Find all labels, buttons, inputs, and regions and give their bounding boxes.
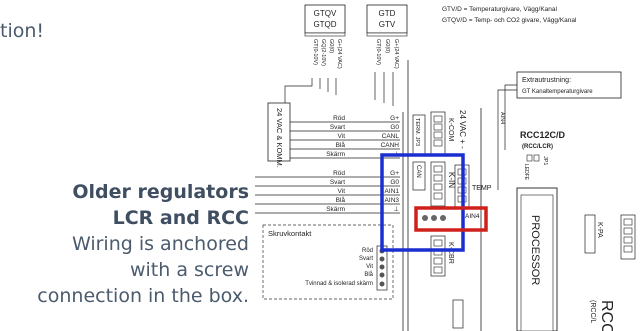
comm-wire-term-4: CANH xyxy=(381,142,400,149)
rcc-board: RCC12C/D (RCC/LCR) JP1 LEDFE PROCESSOR K… xyxy=(516,130,636,331)
kcbr-label: K-CBR xyxy=(447,242,454,264)
highlight-red-frame xyxy=(414,206,488,232)
term-jp3-label: TERM. JP3 xyxy=(414,118,420,146)
board-connectors: TERM. JP3 K-COM 24 VAC + - CAN K-IN TEMP… xyxy=(412,110,492,329)
sensor-wire-color-3: Vit xyxy=(338,188,346,195)
comm-wire-color-2: Svart xyxy=(330,124,345,131)
comm-wire-color-3: Vit xyxy=(338,133,346,140)
comm-wire-term-2: G0 xyxy=(390,124,399,131)
screw-terminal-box: Skruvkontakt Röd Svart Vit Blå Tvinnad &… xyxy=(262,224,394,300)
screw-wire-4: Blå xyxy=(364,271,373,278)
screw-wire-3: Vit xyxy=(366,264,373,270)
screw-wire-1: Röd xyxy=(362,248,373,254)
processor-label: PROCESSOR xyxy=(529,215,541,285)
sensor-wire-term-4: AIN3 xyxy=(385,197,400,204)
article-body-line-3: connection in the box. xyxy=(37,285,249,307)
intro-text-tail: tion! xyxy=(0,20,45,42)
screw-wire-2: Svart xyxy=(359,256,373,262)
gtd-pin-2: G0(0) xyxy=(384,39,390,53)
comm-box: 24 VAC & KOMM. xyxy=(267,102,291,168)
sensor-gtd-line2: GTV xyxy=(379,20,396,29)
can-label: CAN xyxy=(415,165,421,178)
sensor-wire-color-2: Svart xyxy=(330,179,345,186)
sensor-wires: Röd Svart Vit Blå Skärm G+ G0 AIN1 AIN3 … xyxy=(255,170,400,214)
article-heading-line-2: LCR and RCC xyxy=(112,207,249,229)
sensor-wire-color-5: Skärm xyxy=(326,206,345,213)
comm-wire-color-1: Röd xyxy=(333,115,345,122)
gtqv-pin-2: GQ(2-10V) xyxy=(320,39,326,66)
sensor-gtqv-line2: GTQD xyxy=(313,20,336,29)
ledfe-label: LEDFE xyxy=(523,164,529,181)
rcc-title: RCC12C/D xyxy=(520,130,566,140)
gtqv-pin-1: GT(0-10V) xyxy=(312,39,318,65)
kcom-label: K-COM xyxy=(447,118,454,142)
gtqv-pin-4: G+(24 VAC) xyxy=(336,39,342,69)
extra-box-title: Extrautrustning: xyxy=(522,77,571,84)
gtd-pin-1: GT(0-10V) xyxy=(375,39,381,65)
comm-wire-term-3: CANL xyxy=(382,133,400,140)
gtqv-pin-3: G0(0) xyxy=(328,39,334,53)
extra-equipment-box: Extrautrustning: GT Kanaltemperaturgivar… xyxy=(497,71,622,190)
sensor-wire-color-1: Röd xyxy=(333,170,345,177)
article-body-line-1: Wiring is anchored xyxy=(71,233,249,255)
kpa-label: K-PA xyxy=(596,222,603,238)
rcc-subtitle: (RCC/LCR) xyxy=(522,144,553,150)
comm-wire-color-5: Skärm xyxy=(326,151,345,158)
sensor-wire-term-2: G0 xyxy=(390,179,399,186)
rcc-big-sublabel: (RCC/L xyxy=(589,300,596,323)
sensor-gtqv-line1: GTQV xyxy=(314,9,337,18)
vac24-label: 24 VAC + - xyxy=(458,110,467,149)
extra-box-subtitle: GT Kanaltemperaturgivare xyxy=(522,89,593,95)
comm-box-label: 24 VAC & KOMM. xyxy=(275,108,284,168)
article-body-line-2: with a screw xyxy=(129,259,249,281)
highlight-blue-frame xyxy=(380,153,465,252)
sensor-gtqv: GTQV GTQD GT(0-10V) GQ(2-10V) G0(0) G+(2… xyxy=(304,4,346,69)
screw-box-title: Skruvkontakt xyxy=(268,229,312,238)
article-heading-line-1: Older regulators xyxy=(72,181,249,203)
legend-line-2: GTQV/D = Temp- och CO2 givare, Vägg/Kana… xyxy=(442,17,577,24)
sensor-wire-term-5: ⊥ xyxy=(393,206,399,213)
temp-label: TEMP xyxy=(472,185,492,192)
ain4-label: AIN4 xyxy=(465,213,480,220)
rcc-big-label: RCC xyxy=(598,300,615,331)
ain4-vertical-label: AIN4 xyxy=(499,112,505,124)
comm-wire-term-1: G+ xyxy=(390,115,399,122)
jp1-label: JP1 xyxy=(542,156,548,165)
screw-wire-5: Tvinnad & isolerad skärm xyxy=(305,281,373,287)
legend-line-1: GTV/D = Temperaturgivare, Vägg/Kanal xyxy=(442,6,558,13)
comm-wires: Röd Svart Vit Blå Skärm G+ G0 CANL CANH … xyxy=(290,115,400,159)
sensor-wire-term-3: AIN1 xyxy=(385,188,400,195)
kin-label: K-IN xyxy=(447,172,456,188)
comm-wire-color-4: Blå xyxy=(336,141,346,149)
gtd-pin-3: G+(24 VAC) xyxy=(393,39,399,69)
sensor-wire-color-4: Blå xyxy=(336,196,346,204)
sensor-gtd-line1: GTD xyxy=(379,9,396,18)
sensor-gtd: GTD GTV GT(0-10V) G0(0) G+(24 VAC) xyxy=(366,4,408,69)
sensor-wire-term-1: G+ xyxy=(390,170,399,177)
wiring-diagram: GTV/D = Temperaturgivare, Vägg/Kanal GTQ… xyxy=(255,4,636,331)
